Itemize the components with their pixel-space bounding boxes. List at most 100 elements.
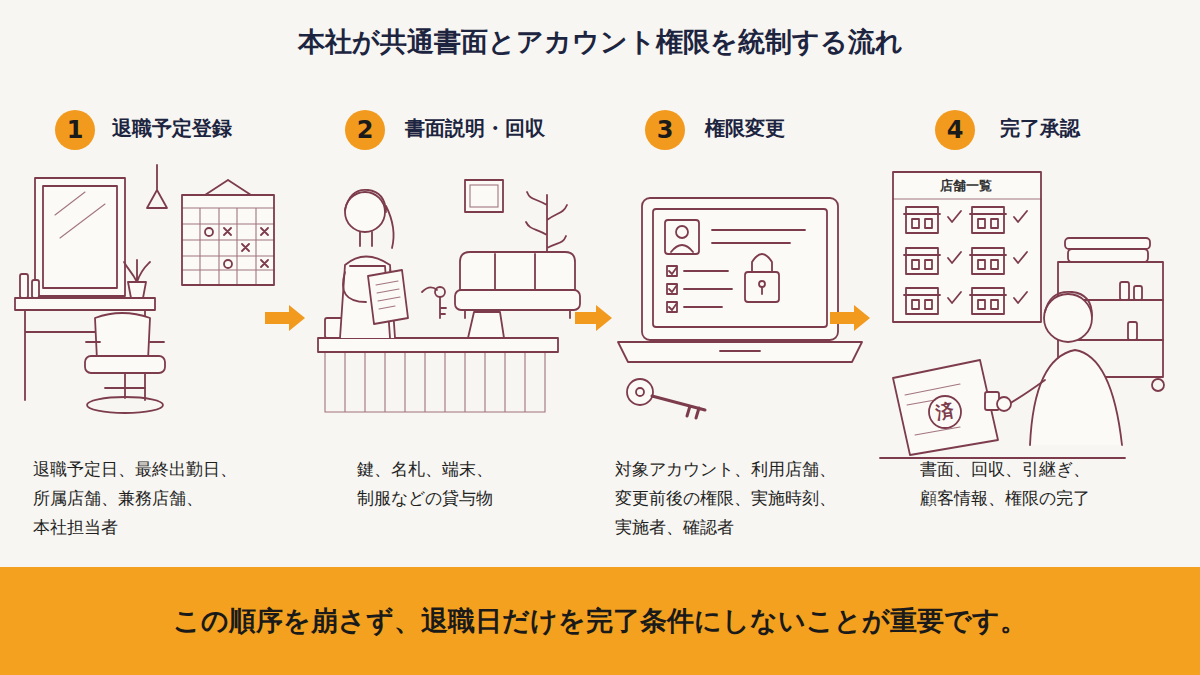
step-column: 書面説明・回収鍵、名札、端末、 制服などの貸与物 2 — [305, 100, 575, 550]
laptop-illustration-part — [618, 342, 862, 362]
message-band: この順序を崩さず、退職日だけを完了条件にしないことが重要です。 — [0, 567, 1200, 675]
reception-illustration-part — [318, 338, 558, 352]
callout-number: 4 — [947, 118, 964, 142]
approval-illustration-part — [880, 457, 1125, 459]
approval-illustration-part — [893, 172, 1041, 322]
step-description: 書面、回収、引継ぎ、 顧客情報、権限の完了 — [920, 455, 1098, 513]
approval-illustration-part — [997, 397, 1011, 411]
laptop-illustration-part — [745, 272, 779, 302]
salon-illustration-part — [43, 186, 117, 288]
reception-illustration-part — [440, 297, 446, 318]
laptop-illustration-part — [642, 198, 838, 340]
salon-illustration-part — [15, 298, 155, 310]
list-caption: 店舗一覧 — [940, 177, 992, 195]
approval-illustration-part — [1044, 294, 1092, 342]
band-message: この順序を崩さず、退職日だけを完了条件にしないことが重要です。 — [173, 603, 1027, 639]
laptop-illustration-part — [669, 267, 732, 310]
laptop-illustration-part — [720, 350, 760, 352]
step-description: 対象アカウント、利用店舗、 変更前後の権限、実施時刻、 実施者、確認者 — [615, 455, 844, 542]
callout-number: 2 — [357, 118, 374, 142]
approval-illustration-part — [1045, 292, 1092, 316]
approval-illustration-part — [1068, 249, 1148, 262]
approval-illustration-part — [1134, 286, 1142, 300]
flow-arrow — [265, 305, 305, 331]
step-number-badge: 1 — [55, 110, 95, 150]
salon-illustration — [15, 165, 274, 413]
approval-illustration-part — [1065, 238, 1150, 249]
salon-illustration-part — [86, 342, 164, 398]
callout-number: 1 — [67, 118, 84, 142]
reception-illustration-part — [455, 290, 580, 310]
salon-illustration-part — [128, 282, 146, 298]
step-heading: 書面説明・回収 — [405, 114, 545, 142]
approval-illustration-part — [1152, 379, 1164, 391]
step-heading: 退職予定登録 — [112, 114, 232, 142]
laptop-illustration-part — [671, 230, 805, 252]
step-description: 退職予定日、最終出勤日、 所属店舗、兼務店舗、 本社担当者 — [33, 455, 245, 542]
step-column: 完了承認書面、回収、引継ぎ、 顧客情報、権限の完了 4 — [870, 100, 1180, 550]
salon-illustration-part — [55, 192, 105, 238]
approval-illustration-part — [970, 248, 1027, 274]
reception-illustration-part — [345, 190, 394, 248]
laptop-illustration-part — [636, 388, 644, 396]
reception-illustration — [318, 180, 580, 412]
laptop-illustration-part — [653, 209, 827, 327]
approval-illustration-part — [1120, 282, 1129, 300]
salon-illustration-part — [95, 313, 150, 360]
approval-illustration-part — [929, 396, 961, 428]
laptop-illustration — [618, 198, 862, 418]
salon-illustration-part — [205, 228, 213, 236]
step-number-badge: 2 — [345, 110, 385, 150]
step-column: 退職予定登録退職予定日、最終出勤日、 所属店舗、兼務店舗、 本社担当者 1 — [20, 100, 265, 550]
approval-illustration-part — [970, 288, 1027, 314]
reception-illustration-part — [468, 312, 504, 338]
reception-illustration-part — [470, 185, 498, 207]
step-heading: 完了承認 — [1000, 114, 1080, 142]
reception-illustration-part — [345, 192, 385, 232]
approval-illustration-part — [904, 207, 961, 233]
step-description: 鍵、名札、端末、 制服などの貸与物 — [357, 455, 501, 513]
step-column: 権限変更対象アカウント、利用店舗、 変更前後の権限、実施時刻、 実施者、確認者3 — [612, 100, 830, 550]
stamp-mark: 済 — [934, 399, 956, 426]
callout-number: 3 — [657, 118, 674, 142]
laptop-illustration-part — [676, 226, 688, 238]
salon-illustration-part — [87, 397, 163, 413]
laptop-illustration-part — [761, 287, 763, 294]
flow-arrow — [575, 305, 612, 331]
reception-illustration-part — [368, 270, 408, 324]
laptop-illustration-part — [627, 379, 653, 405]
salon-illustration-part — [224, 260, 232, 268]
salon-illustration-part — [182, 195, 274, 285]
approval-illustration — [880, 172, 1164, 458]
salon-illustration-part — [20, 274, 28, 298]
salon-illustration-part — [32, 280, 39, 298]
approval-illustration-part — [970, 207, 1027, 233]
laptop-illustration-part — [652, 396, 705, 418]
salon-illustration-part — [182, 208, 274, 285]
approval-illustration-part — [904, 288, 961, 314]
flow-arrow — [830, 305, 870, 331]
salon-illustration-part — [205, 180, 251, 195]
approval-illustration-part — [1030, 350, 1122, 445]
laptop-illustration-part — [752, 254, 772, 272]
reception-illustration-part — [465, 180, 503, 212]
step-number-badge: 3 — [645, 110, 685, 150]
reception-illustration-part — [435, 287, 445, 297]
approval-illustration-part — [1128, 322, 1137, 340]
salon-illustration-part — [35, 178, 125, 296]
salon-illustration-part — [147, 165, 167, 208]
salon-illustration-part — [124, 260, 150, 282]
reception-illustration-part — [325, 352, 545, 412]
approval-illustration-part — [893, 360, 998, 455]
step-number-badge: 4 — [935, 110, 975, 150]
reception-illustration-part — [465, 254, 570, 318]
approval-illustration-part — [905, 384, 960, 435]
laptop-illustration-part — [665, 220, 699, 254]
salon-illustration-part — [224, 228, 268, 267]
approval-illustration-part — [904, 248, 961, 274]
approval-illustration-part — [893, 198, 1041, 199]
diagram-title: 本社が共通書面とアカウント権限を統制する流れ — [0, 24, 1200, 60]
salon-illustration-part — [85, 356, 165, 373]
